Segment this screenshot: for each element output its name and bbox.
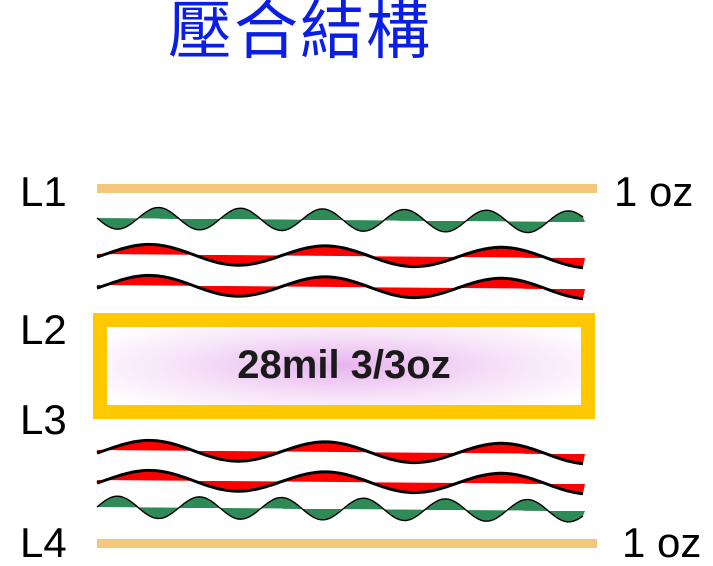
prepreg-layers (96, 206, 585, 523)
copper-foil-l1 (97, 184, 597, 193)
layer-label-l1: L1 (20, 168, 67, 215)
prepreg-lower-green-fill (97, 496, 585, 522)
prepreg-upper-red-2-line (96, 273, 584, 301)
prepreg-lower-green-line (96, 495, 584, 523)
copper-weight-top: 1 oz (614, 168, 694, 215)
copper-foil-l4 (97, 539, 597, 548)
copper-weight-bottom: 1 oz (622, 519, 702, 566)
core-frame (93, 313, 595, 419)
prepreg-lower-red-1-line (96, 438, 584, 466)
core-label: 28mil 3/3oz (237, 343, 451, 387)
prepreg-upper-green-line (96, 206, 584, 234)
layer-label-l3: L3 (20, 396, 67, 443)
layer-label-l4: L4 (20, 519, 67, 566)
prepreg-upper-red-1-line (96, 242, 584, 270)
layer-label-l2: L2 (20, 306, 67, 353)
prepreg-lower-red-2-line (96, 468, 584, 496)
page-title: 壓合結構 (168, 0, 432, 69)
